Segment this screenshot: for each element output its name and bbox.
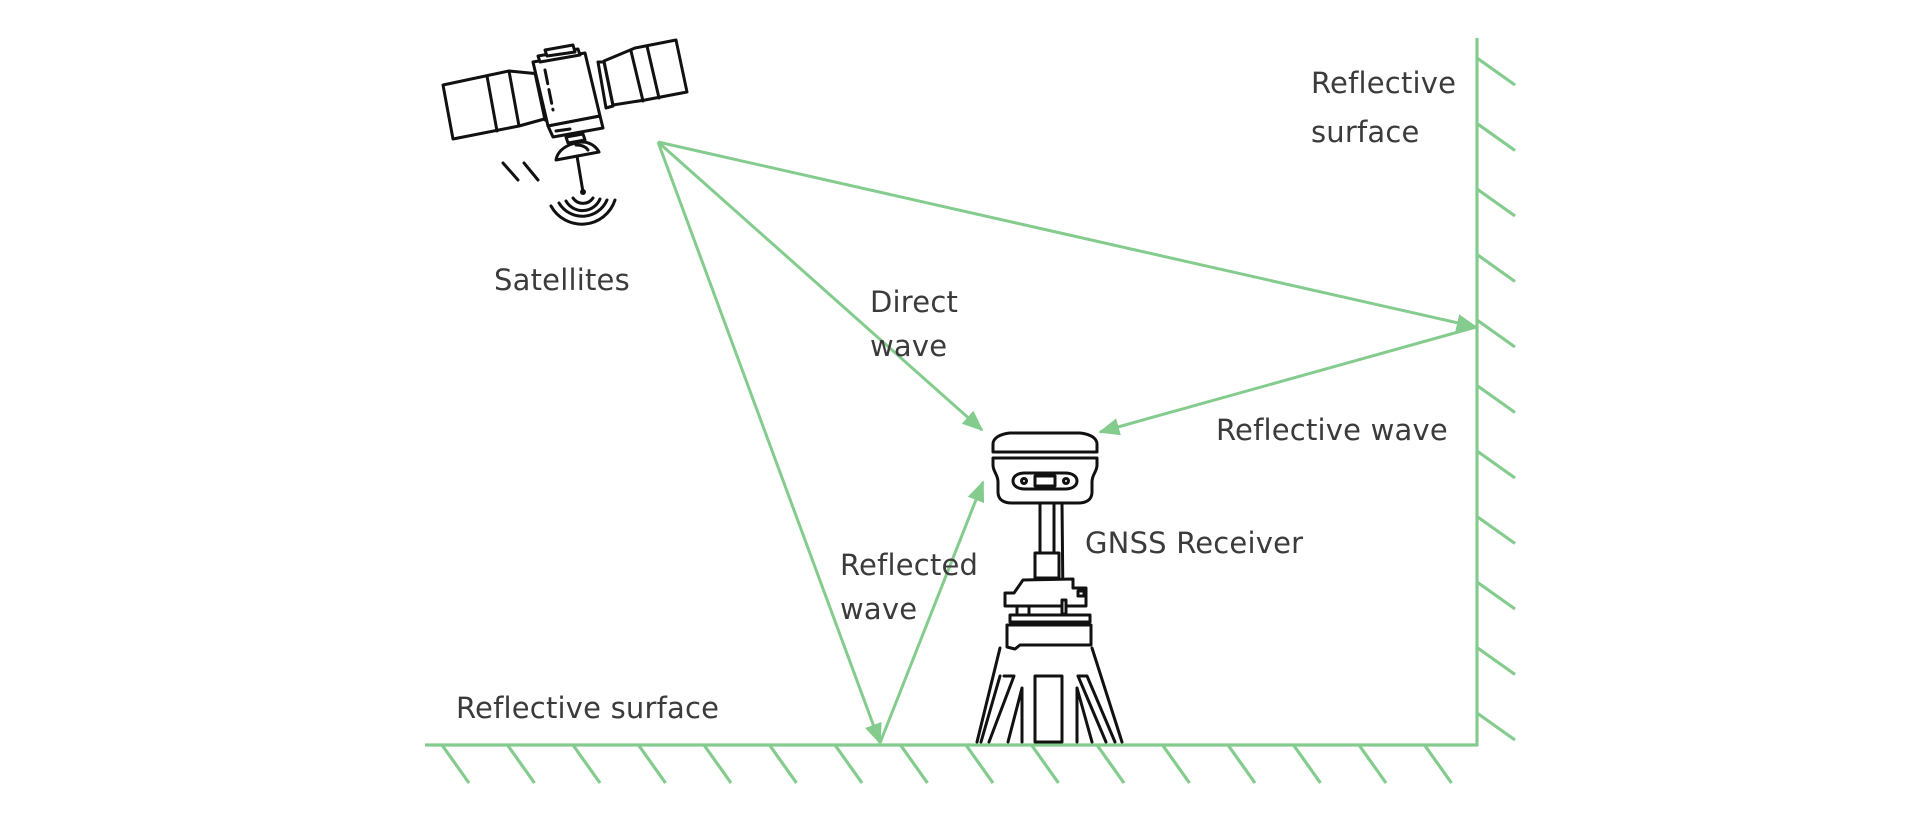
gnss-receiver-label: GNSS Receiver [1085,526,1304,560]
reflective-wave-incident-ray [657,140,1478,332]
ground-hatch [637,744,667,784]
satellite-icon [441,38,689,226]
tripod [975,646,1124,744]
ground-hatch [506,744,536,784]
wall-hatch [1476,711,1516,742]
ground-hatch [768,744,798,784]
reflective-wave-ray [1098,325,1477,436]
ground-hatch [1161,744,1191,784]
tribrach [1003,577,1088,608]
direct-wave-ray [657,140,984,432]
ground-hatch [1095,744,1126,784]
gnss-receiver-icon [975,431,1124,744]
reflective-wave-label: Reflective wave [1216,413,1448,447]
reflected-wave-ray [878,480,985,744]
ground-hatch [440,744,471,784]
wall-hatch [1476,187,1516,218]
satellites-label: Satellites [494,263,630,297]
wall-reflective-surface [1475,38,1516,747]
wall-hatch [1476,515,1516,545]
ground-hatch [1292,744,1322,784]
wall-hatch [1476,253,1516,283]
ground-reflective-surface [425,743,1477,784]
ground-hatch [571,744,602,784]
signal-rays [656,140,1478,745]
reflected-wave-label-line2: wave [840,592,918,626]
direct-wave-label-line2: wave [870,329,948,363]
satellite-dish [554,140,601,162]
ground-hatch [833,744,864,784]
ground-hatch [1030,744,1060,784]
direct-wave-label-line1: Direct [870,285,959,319]
signal-waves-icon [549,196,617,226]
ground-surface-label: Reflective surface [456,691,720,725]
wall-hatch [1476,56,1516,87]
reflected-wave-incident-ray [656,141,882,745]
wall-hatch [1476,384,1516,414]
wall-hatch [1476,646,1516,676]
receiver-antenna-dome [991,431,1099,454]
receiver-display [1033,474,1057,488]
wall-surface-label-line2: surface [1311,115,1420,149]
wall-hatch [1476,122,1516,152]
ground-hatch [964,744,995,784]
ground-hatch [899,744,929,784]
wall-surface-label-line1: Reflective [1311,66,1457,100]
ground-hatch [1226,744,1257,784]
ground-hatch [1423,744,1453,784]
solar-panel-right [602,38,689,107]
receiver-pole [1038,501,1056,555]
ground-hatch [702,744,733,784]
wall-hatch [1476,318,1516,349]
wall-hatch [1476,449,1516,480]
ground-hatch [1357,744,1388,784]
reflected-wave-label-line1: Reflected [840,548,979,582]
wall-hatch [1476,580,1516,611]
